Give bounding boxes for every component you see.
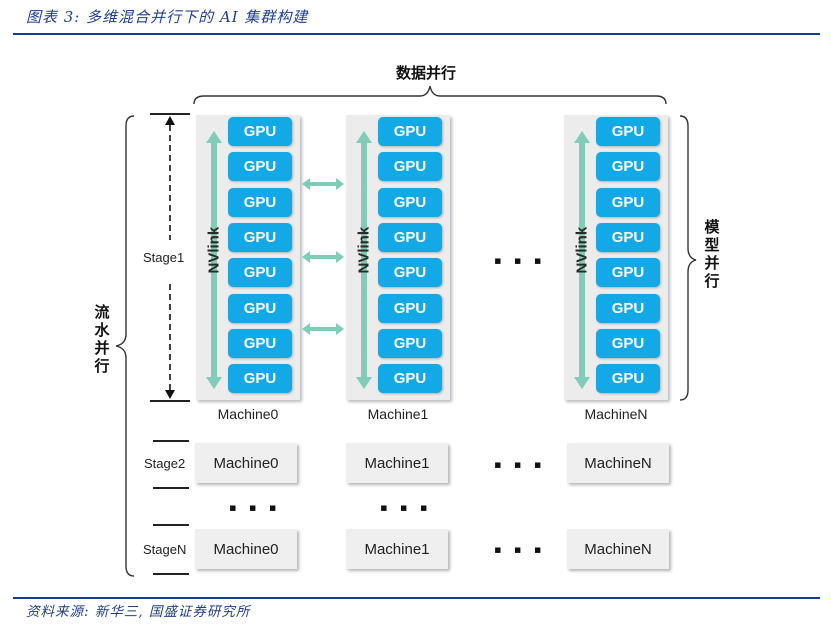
gpu-block: GPU xyxy=(596,293,660,323)
gpu-block: GPU xyxy=(378,152,442,182)
source-note: 资料来源: 新华三, 国盛证券研究所 xyxy=(26,604,251,620)
nvlink-arrow xyxy=(356,131,372,389)
pipeline-parallel-label: 流水并行 xyxy=(94,303,110,375)
stagen-machine-1: Machine1 xyxy=(346,529,448,569)
nvlink-arrow xyxy=(206,131,222,389)
inter-machine-links xyxy=(302,178,344,335)
stagen-bottom-line xyxy=(153,573,189,575)
header-rule xyxy=(13,33,820,35)
machine-label-0: Machine0 xyxy=(217,406,279,422)
gpu-block: GPU xyxy=(228,222,292,252)
gpu-block: GPU xyxy=(228,328,292,358)
link-arrow xyxy=(302,323,344,335)
machines-ellipsis: ▪ ▪ ▪ xyxy=(494,248,545,273)
footer-rule xyxy=(13,597,820,599)
stage1-label: Stage1 xyxy=(143,250,185,265)
gpu-block: GPU xyxy=(378,117,442,146)
gpu-block: GPU xyxy=(596,258,660,288)
stage2-machine-0: Machine0 xyxy=(195,443,297,483)
pipeline-parallel-brace xyxy=(115,115,135,577)
model-parallel-label: 模型并行 xyxy=(704,218,720,290)
stage2-machine-1: Machine1 xyxy=(346,443,448,483)
gpu-block: GPU xyxy=(228,187,292,217)
stages-ellipsis-1: ▪ ▪ ▪ xyxy=(380,495,431,520)
stage2-label: Stage2 xyxy=(144,456,186,471)
stage1-bottom-line xyxy=(150,400,190,402)
nvlink-label: NVlink xyxy=(573,226,591,274)
gpu-block: GPU xyxy=(596,328,660,358)
stage2-top-line xyxy=(153,440,189,442)
gpu-block: GPU xyxy=(378,364,442,394)
gpu-block: GPU xyxy=(378,222,442,252)
stagen-top-line xyxy=(153,524,189,526)
gpu-block: GPU xyxy=(228,293,292,323)
gpu-block: GPU xyxy=(228,152,292,182)
stagen-ellipsis: ▪ ▪ ▪ xyxy=(494,537,545,562)
stages-ellipsis-0: ▪ ▪ ▪ xyxy=(229,495,280,520)
gpu-block: GPU xyxy=(378,258,442,288)
gpu-block: GPU xyxy=(596,117,660,146)
machine-label-1: Machine1 xyxy=(367,406,429,422)
gpu-block: GPU xyxy=(378,328,442,358)
stage2-machine-n: MachineN xyxy=(567,443,669,483)
data-parallel-label: 数据并行 xyxy=(396,64,457,82)
gpu-block: GPU xyxy=(228,258,292,288)
stage1-top-line xyxy=(150,113,190,115)
machine-label-n: MachineN xyxy=(584,406,648,422)
nvlink-arrow xyxy=(574,131,590,389)
stagen-machine-0: Machine0 xyxy=(195,529,297,569)
data-parallel-brace xyxy=(193,85,667,105)
stagen-label: StageN xyxy=(143,542,187,557)
stagen-machine-n: MachineN xyxy=(567,529,669,569)
nvlink-label: NVlink xyxy=(355,226,373,274)
figure-title: 图表 3: 多维混合并行下的 AI 集群构建 xyxy=(26,8,309,26)
gpu-block: GPU xyxy=(228,364,292,394)
gpu-block: GPU xyxy=(596,364,660,394)
gpu-block: GPU xyxy=(596,187,660,217)
gpu-block: GPU xyxy=(228,117,292,146)
stage2-ellipsis: ▪ ▪ ▪ xyxy=(494,452,545,477)
gpu-block: GPU xyxy=(378,187,442,217)
link-arrow xyxy=(302,178,344,190)
link-arrow xyxy=(302,251,344,263)
nvlink-label: NVlink xyxy=(205,226,223,274)
stage2-bottom-line xyxy=(153,487,189,489)
gpu-block: GPU xyxy=(596,152,660,182)
gpu-block: GPU xyxy=(596,222,660,252)
gpu-block: GPU xyxy=(378,293,442,323)
stage1-extent-arrow xyxy=(165,116,175,399)
model-parallel-brace xyxy=(679,115,697,401)
